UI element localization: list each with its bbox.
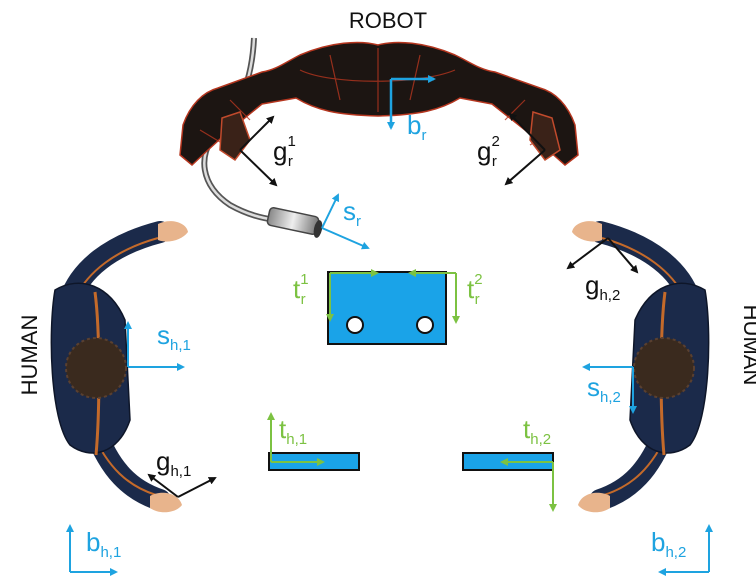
label-t-h2: th,2 [523,414,551,448]
label-g-h1: gh,1 [156,446,191,480]
label-b-h1: bh,1 [86,527,121,561]
human-left-title: HUMAN [17,315,42,396]
frame-g2-r-arrows [504,112,546,186]
label-t-h1: th,1 [279,414,307,448]
human-right-title: HUMAN [739,305,756,386]
frame-t2-r-arrows [408,269,460,324]
frame-g-h1-arrows [147,473,217,498]
frame-t-h1-arrows [267,412,325,466]
object-robot-box [327,271,447,345]
robot-camera [266,206,323,238]
frame-g1-r-arrows [239,115,278,187]
human-left-illustration [50,221,188,513]
frame-b-h2-arrows [658,524,713,576]
label-b-r: br [407,110,426,144]
robot-title: ROBOT [349,8,427,33]
frame-b-r-arrows [387,75,436,130]
frame-t-h2-arrows [500,458,557,512]
label-s-r: sr [343,196,361,230]
frame-s-h2-arrows [582,363,637,414]
frame-g-h2-arrows [566,237,639,274]
human-right-illustration [572,221,710,513]
robot-illustration [179,37,579,238]
frame-s-r-arrows [321,193,370,250]
frame-t1-r-arrows [326,269,379,322]
label-s-h2: sh,2 [587,372,621,406]
label-s-h1: sh,1 [157,320,191,354]
frame-s-h1-arrows [124,321,185,371]
label-b-h2: bh,2 [651,527,686,561]
frame-b-h1-arrows [66,524,118,576]
label-g-h2: gh,2 [585,270,620,304]
